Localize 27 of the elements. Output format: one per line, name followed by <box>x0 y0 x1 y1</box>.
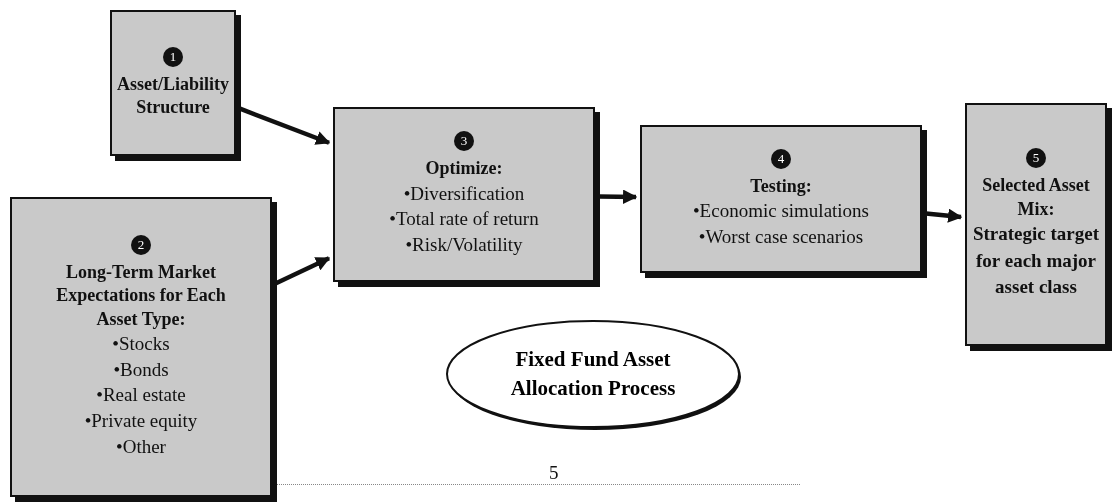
arrow <box>925 208 963 223</box>
bullet-item: •Diversification <box>403 181 525 206</box>
bullet-item: •Other <box>116 434 166 459</box>
step-heading: Optimize: <box>425 157 503 181</box>
bullet-item: •Worst case scenarios <box>698 224 864 249</box>
bullet-item: •Total rate of return <box>389 207 539 232</box>
arrow <box>275 256 331 286</box>
step-number: 5 <box>1026 148 1046 169</box>
bullet-item: •Risk/Volatility <box>405 233 523 257</box>
page-number: 5 <box>549 462 559 484</box>
step-number: 1 <box>163 46 183 67</box>
bullet-item: •Private equity <box>84 408 198 433</box>
arrow <box>598 189 638 204</box>
step-heading: Selected Asset Mix: <box>981 174 1091 221</box>
step-heading: Asset/Liability Structure <box>116 72 230 119</box>
step-description: Strategic target for each major asset class <box>971 222 1101 300</box>
bullet-item: •Economic simulations <box>692 199 869 224</box>
bullet-item: •Bonds <box>113 357 169 382</box>
step-number: 2 <box>131 234 151 255</box>
step-number: 3 <box>454 131 474 152</box>
ellipse-label: Fixed Fund Asset Allocation Process <box>509 345 677 402</box>
arrow <box>239 106 331 145</box>
step-heading: Long-Term Market Expectations for Each Asset Type: <box>55 260 227 331</box>
step-number: 4 <box>771 148 791 169</box>
bullet-item: •Real estate <box>96 383 186 408</box>
step-heading: Testing: <box>750 174 812 198</box>
bullet-item: •Stocks <box>112 332 170 356</box>
